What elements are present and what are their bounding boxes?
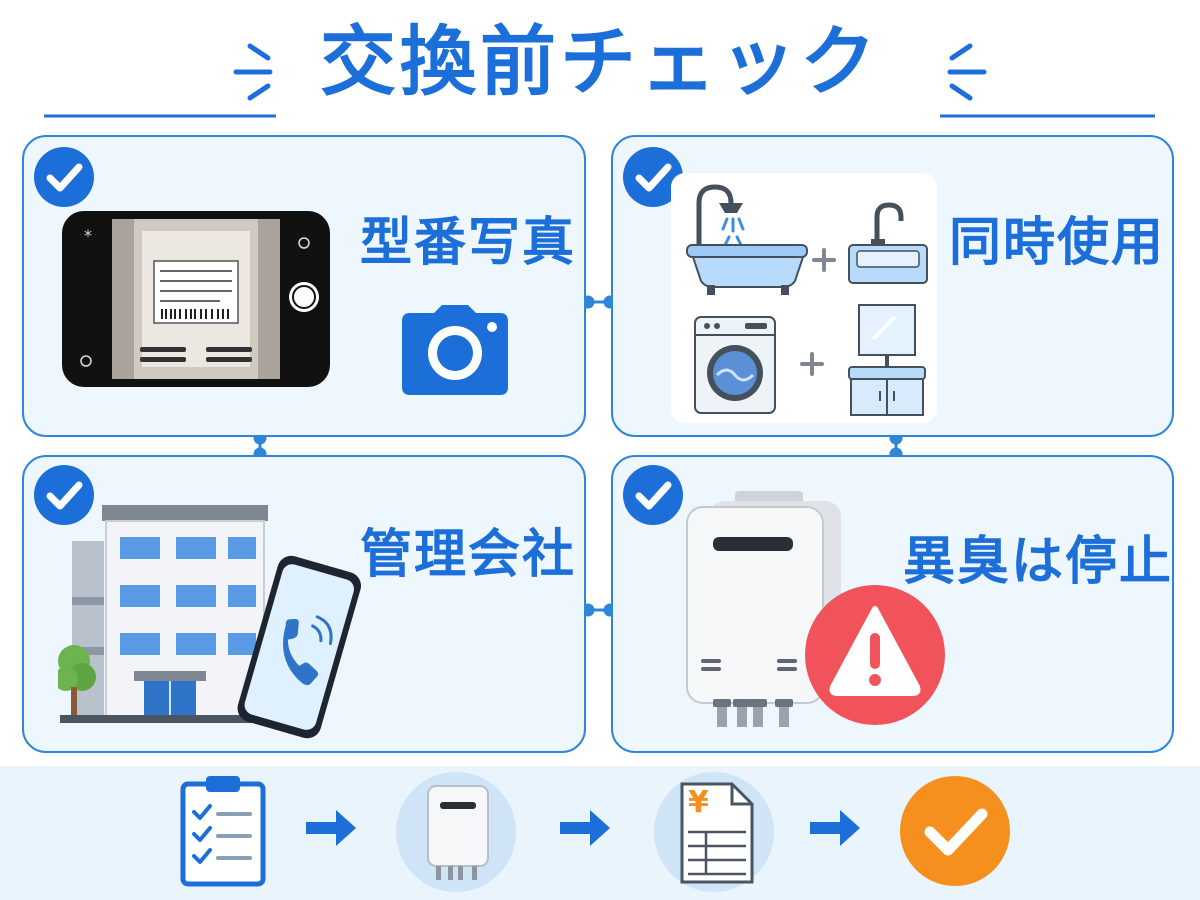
card-label-stop-on-odor: 異臭は停止	[903, 532, 1174, 592]
card-stop-on-odor: 異臭は停止	[611, 455, 1174, 753]
card-simultaneous-use: 同時使用	[611, 135, 1174, 437]
check-icon	[34, 147, 94, 207]
arrow-right-icon	[810, 810, 860, 846]
warning-icon	[805, 585, 945, 725]
plus-icon	[800, 352, 824, 376]
phone-call-icon	[237, 555, 361, 739]
camera-icon	[402, 305, 508, 395]
card-model-photo: * 型番写真	[22, 135, 586, 437]
process-flow: ¥	[0, 766, 1200, 900]
checklist-icon	[180, 776, 266, 887]
card-label-simultaneous-use: 同時使用	[949, 213, 1166, 273]
page-title: 交換前チェック	[320, 17, 880, 106]
check-icon	[623, 147, 683, 207]
plus-icon	[812, 248, 836, 272]
washbasin-icon	[848, 304, 926, 416]
check-icon	[34, 465, 94, 525]
card-label-management-company: 管理会社	[360, 525, 577, 585]
card-label-model-photo: 型番写真	[360, 213, 577, 273]
smartphone-camera-icon: *	[62, 211, 330, 387]
done-check-icon	[900, 776, 1010, 886]
card-management-company: 管理会社	[22, 455, 586, 753]
yen-symbol: ¥	[688, 785, 709, 820]
estimate-yen-icon: ¥	[652, 770, 776, 894]
apartment-building-icon	[58, 505, 270, 723]
kitchen-sink-icon	[848, 202, 928, 284]
title-decoration	[44, 43, 1155, 118]
arrow-right-icon	[560, 810, 610, 846]
svg-text:*: *	[84, 226, 92, 245]
bathtub-shower-icon	[686, 184, 808, 295]
water-heater-icon	[396, 772, 516, 892]
arrow-right-icon	[306, 810, 356, 846]
washing-machine-icon	[694, 316, 776, 414]
check-icon	[623, 465, 683, 525]
